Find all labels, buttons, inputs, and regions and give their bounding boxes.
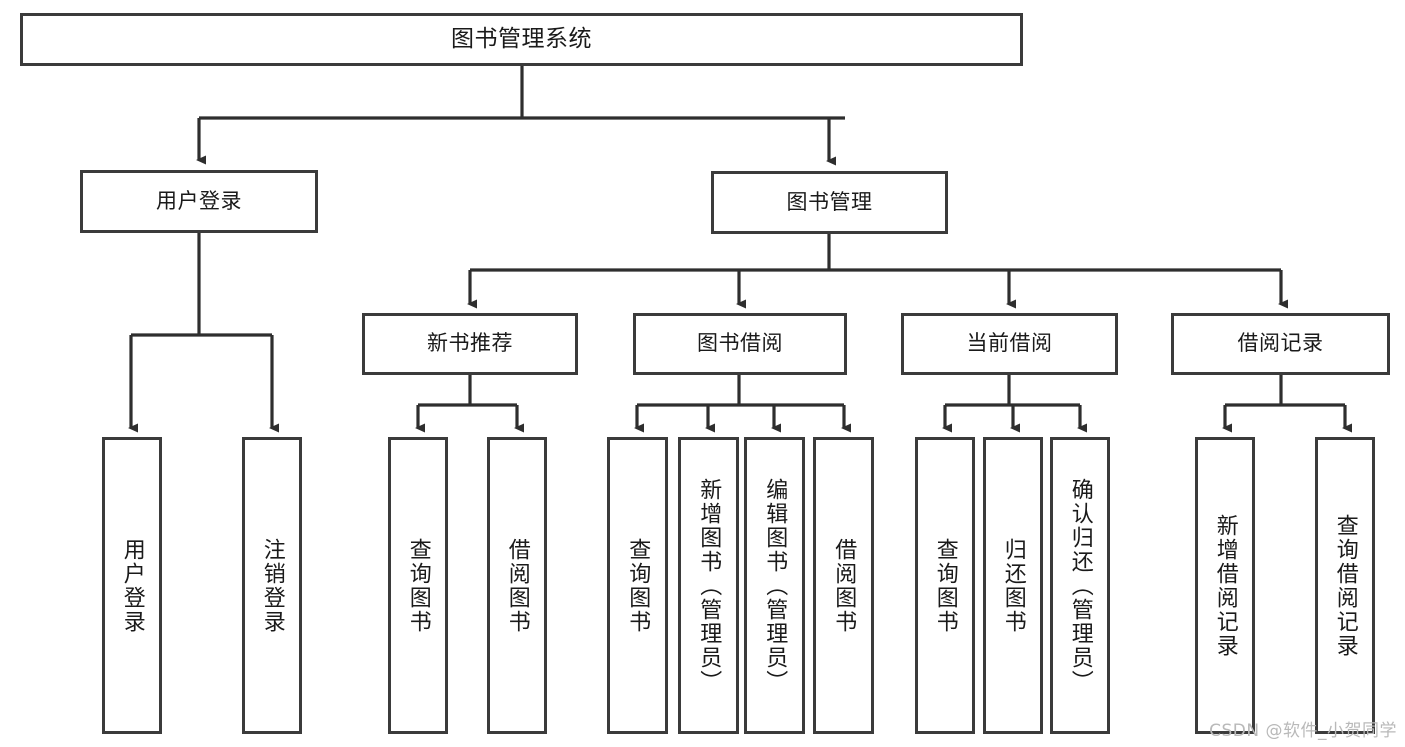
leaf-add-book-admin[interactable]: 新增图书（管理员） [678,437,739,734]
leaf-borrow-book-label: 借阅图书 [831,537,857,634]
leaf-add-book-admin-label: 新增图书（管理员） [696,477,722,694]
node-new-book-recommend[interactable]: 新书推荐 [362,313,578,375]
node-borrow-record-label: 借阅记录 [1237,331,1324,356]
leaf-borrow-book-recommend-label: 借阅图书 [504,537,530,634]
leaf-user-login-label: 用户登录 [119,537,145,634]
node-book-borrow-label: 图书借阅 [697,331,783,356]
leaf-return-book[interactable]: 归还图书 [983,437,1043,734]
node-borrow-record[interactable]: 借阅记录 [1171,313,1390,375]
leaf-query-book-current[interactable]: 查询图书 [915,437,975,734]
leaf-confirm-return-admin[interactable]: 确认归还（管理员） [1050,437,1110,734]
node-root[interactable]: 图书管理系统 [20,13,1023,66]
node-root-label: 图书管理系统 [451,25,592,52]
leaf-add-borrow-record[interactable]: 新增借阅记录 [1195,437,1255,734]
node-book-borrow[interactable]: 图书借阅 [633,313,847,375]
leaf-query-book-current-label: 查询图书 [932,537,958,634]
leaf-logout-label: 注销登录 [259,537,285,634]
leaf-query-book-borrow[interactable]: 查询图书 [607,437,668,734]
leaf-add-borrow-record-label: 新增借阅记录 [1212,513,1238,658]
node-user-login[interactable]: 用户登录 [80,170,318,233]
node-book-management-label: 图书管理 [786,189,873,214]
node-current-borrow-label: 当前借阅 [966,331,1053,356]
leaf-logout[interactable]: 注销登录 [242,437,302,734]
leaf-query-borrow-record-label: 查询借阅记录 [1332,513,1358,658]
leaf-edit-book-admin[interactable]: 编辑图书（管理员） [744,437,805,734]
leaf-query-book-recommend-label: 查询图书 [405,537,431,634]
leaf-borrow-book[interactable]: 借阅图书 [813,437,874,734]
node-current-borrow[interactable]: 当前借阅 [901,313,1118,375]
leaf-user-login[interactable]: 用户登录 [102,437,162,734]
node-user-login-label: 用户登录 [156,188,242,213]
leaf-query-book-borrow-label: 查询图书 [625,537,651,634]
csdn-watermark: CSDN @软件_小贺同学 [1209,721,1397,741]
node-new-book-recommend-label: 新书推荐 [427,331,513,356]
leaf-borrow-book-recommend[interactable]: 借阅图书 [487,437,547,734]
leaf-query-book-recommend[interactable]: 查询图书 [388,437,448,734]
leaf-query-borrow-record[interactable]: 查询借阅记录 [1315,437,1375,734]
leaf-edit-book-admin-label: 编辑图书（管理员） [762,477,788,694]
leaf-return-book-label: 归还图书 [1000,537,1026,634]
leaf-confirm-return-admin-label: 确认归还（管理员） [1067,477,1093,694]
node-book-management[interactable]: 图书管理 [711,171,948,234]
